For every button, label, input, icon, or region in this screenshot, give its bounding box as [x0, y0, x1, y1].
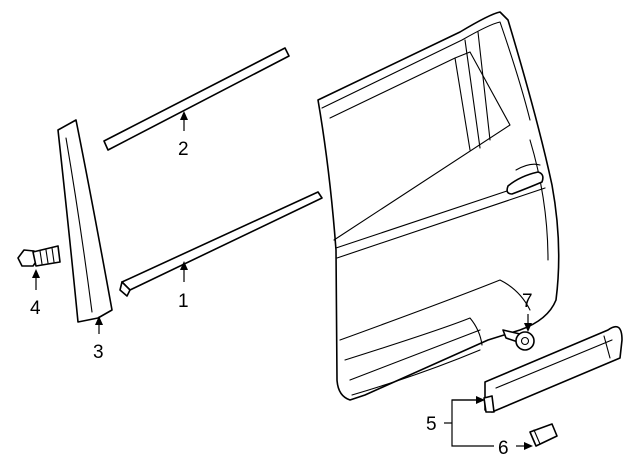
part-2-strip	[103, 47, 290, 151]
callout-3: 3	[93, 342, 104, 363]
part-4-bolt	[17, 245, 61, 267]
callout-6: 6	[498, 438, 509, 459]
part-6-cap	[529, 423, 558, 447]
part-7-clip	[502, 329, 535, 351]
part-5-molding	[483, 325, 623, 413]
callout-7: 7	[522, 291, 533, 312]
rear-door	[317, 11, 560, 401]
part-1-molding	[119, 191, 323, 297]
callout-1: 1	[178, 291, 189, 312]
leaders	[32, 111, 533, 450]
callout-5: 5	[426, 414, 437, 435]
callout-2: 2	[178, 139, 189, 160]
part-3-pillar	[57, 119, 113, 323]
callout-4: 4	[30, 298, 41, 319]
